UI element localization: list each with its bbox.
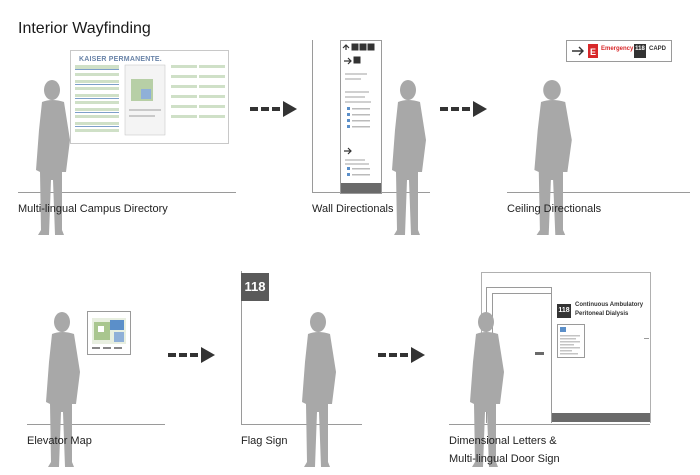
caption-dimensional-letters: Dimensional Letters & xyxy=(449,435,557,447)
flow-arrow xyxy=(440,101,487,117)
person-silhouette xyxy=(470,312,504,467)
wall-directional-sign xyxy=(340,40,382,194)
door-sign-title-line1: Continuous Ambulatory xyxy=(575,302,644,308)
ceiling-dept-code: CAPD xyxy=(649,46,667,52)
emergency-label: Emergency xyxy=(601,46,634,52)
ceiling-room-number: 118 xyxy=(635,46,645,52)
floor-line xyxy=(507,192,690,193)
baseboard xyxy=(552,413,650,422)
elevator-map xyxy=(87,311,131,355)
person-silhouette xyxy=(302,312,336,467)
ceiling-sign-graphic: E xyxy=(572,44,646,58)
page-title: Interior Wayfinding xyxy=(18,20,151,37)
flag-sign: 118 xyxy=(241,273,269,301)
multilingual-door-sign xyxy=(557,324,585,358)
wall-line xyxy=(312,40,313,192)
floor-line xyxy=(449,424,650,425)
caption-multilingual-door-sign: Multi-lingual Door Sign xyxy=(449,453,560,465)
caption-elevator-map: Elevator Map xyxy=(27,435,92,447)
flow-arrow xyxy=(250,101,297,117)
caption-wall-directionals: Wall Directionals xyxy=(312,203,394,215)
svg-text:E: E xyxy=(590,47,596,57)
floor-line xyxy=(241,424,362,425)
caption-campus-directory: Multi-lingual Campus Directory xyxy=(18,203,168,215)
door-room-number-plate: 118 xyxy=(557,304,571,318)
campus-directory-board: KAISER PERMANENTE. xyxy=(70,50,229,144)
caption-ceiling-directionals: Ceiling Directionals xyxy=(507,203,602,215)
door-handle xyxy=(535,352,544,355)
person-silhouette xyxy=(46,312,80,467)
ceiling-directional-sign: E Emergency 118 CAPD xyxy=(566,40,672,62)
flow-arrow xyxy=(168,347,215,363)
directional-arrows-graphic xyxy=(341,43,381,193)
person-silhouette xyxy=(392,80,426,235)
door-sign-graphic xyxy=(560,327,580,355)
kaiser-logo: KAISER PERMANENTE. xyxy=(79,56,162,63)
flag-room-number: 118 xyxy=(244,279,266,294)
door-sign-title-line2: Peritoneal Dialysis xyxy=(575,311,629,317)
caption-flag-sign: Flag Sign xyxy=(241,435,288,447)
person-silhouette xyxy=(534,80,572,235)
floor-line xyxy=(18,192,236,193)
door-room-number: 118 xyxy=(558,307,570,314)
directory-listing-graphic xyxy=(75,64,225,136)
door xyxy=(492,293,552,423)
wall-right-tick xyxy=(644,338,649,339)
flow-arrow xyxy=(378,347,425,363)
elevator-map-graphic xyxy=(92,318,126,349)
floor-line xyxy=(27,424,165,425)
kaiser-brand-text: KAISER PERMANENTE. xyxy=(79,56,162,63)
wall-line xyxy=(241,271,242,424)
